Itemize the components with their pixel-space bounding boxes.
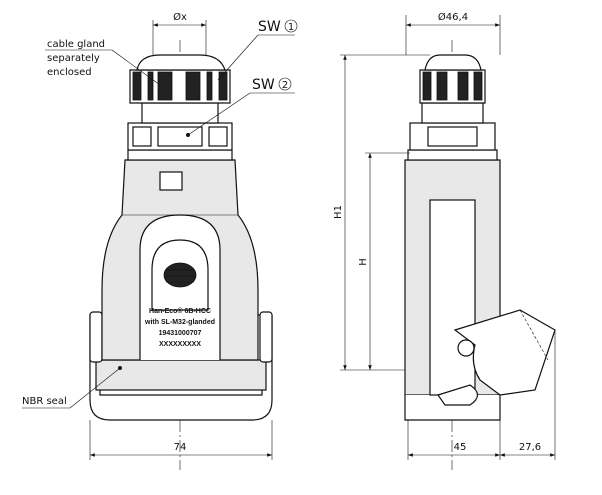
cable-gland-label: separately <box>47 53 100 64</box>
knurl-rib <box>185 71 201 101</box>
lever-pivot <box>457 339 475 357</box>
knurl-rib <box>422 71 432 101</box>
gland-cap <box>136 54 226 71</box>
product-label: Han-Eco® 6B-HCC with SL-M32-glanded 1943… <box>144 307 215 348</box>
side-arch <box>429 199 476 396</box>
knurl-rib <box>206 71 213 101</box>
cable-gland-label: cable gland <box>47 39 105 50</box>
cable-gland-label: enclosed <box>47 67 92 78</box>
gland-knurl <box>129 69 231 104</box>
nut-flat <box>132 126 152 147</box>
side-gland-cap <box>424 54 482 71</box>
sw2-circle <box>278 77 292 91</box>
side-gland-base <box>407 149 498 161</box>
leader-line <box>187 92 251 136</box>
sw2-number: 2 <box>282 80 288 91</box>
dim-h: H <box>358 258 369 266</box>
dim-diameter-x: Øx <box>173 11 187 23</box>
side-base <box>404 395 501 421</box>
knurl-rib <box>457 71 469 101</box>
front-view: Han-Eco® 6B-HCC with SL-M32-glanded 1943… <box>22 11 298 470</box>
dim-width-27-6: 27,6 <box>519 442 541 453</box>
leader-dot <box>118 366 122 370</box>
knurl-rib <box>436 71 448 101</box>
leader-line <box>111 49 161 86</box>
label-line-1: Han-Eco® 6B-HCC <box>149 307 211 315</box>
nbr-seal <box>95 359 267 391</box>
side-gland-neck <box>421 102 484 124</box>
gland-base <box>127 149 233 161</box>
sw2-label: SW <box>252 77 275 93</box>
sw1-circle <box>284 19 298 33</box>
knurl-ribs <box>422 71 483 101</box>
dim-diameter-46: Ø46,4 <box>438 11 468 23</box>
gland-neck <box>141 102 219 124</box>
knurl-rib <box>218 71 228 101</box>
knurl-rib <box>147 71 154 101</box>
housing-tab <box>159 171 183 191</box>
lock-screw-icon <box>163 262 197 288</box>
nbr-seal-label: NBR seal <box>22 396 67 407</box>
dim-width-45: 45 <box>454 442 467 453</box>
sw1-label: SW <box>258 19 281 35</box>
hidden-line <box>519 309 549 361</box>
left-flange <box>89 311 103 363</box>
label-line-2: with SL-M32-glanded <box>144 319 215 326</box>
dim-width-74: 74 <box>174 442 187 453</box>
leader-dot <box>186 133 190 137</box>
knurl-rib <box>157 71 173 101</box>
nut-flat <box>427 126 478 147</box>
dim-h1: H1 <box>333 205 344 219</box>
nut-flat <box>208 126 228 147</box>
knurl-rib <box>132 71 142 101</box>
lever-hook <box>437 384 479 406</box>
knurl-rib <box>473 71 483 101</box>
side-view: Ø46,4 H1 H 45 27,6 <box>333 11 556 470</box>
label-line-4: XXXXXXXXX <box>159 341 201 348</box>
right-flange <box>259 311 273 363</box>
sw1-number: 1 <box>288 22 294 33</box>
nut-flat <box>157 126 203 147</box>
leader-line <box>69 367 121 409</box>
label-line-3: 19431000707 <box>159 330 202 337</box>
knurl-ribs <box>132 71 228 101</box>
leader-line <box>217 34 259 81</box>
lock-screw-grooves <box>165 269 195 283</box>
